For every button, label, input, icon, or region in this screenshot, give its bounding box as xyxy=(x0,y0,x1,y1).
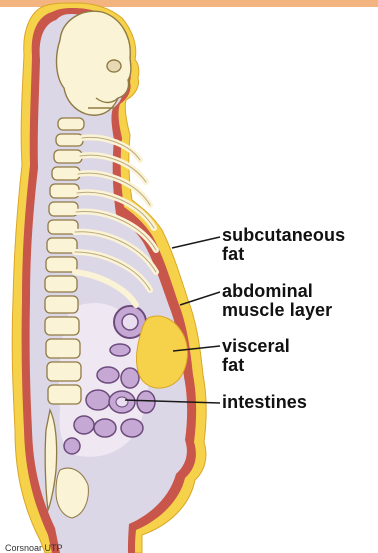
label-abdominal-line1: abdominal xyxy=(222,282,332,301)
label-visceral-line1: visceral xyxy=(222,337,290,356)
label-intestines-line1: intestines xyxy=(222,393,307,412)
label-abdominal-line2: muscle layer xyxy=(222,301,332,320)
image-caption: Corsnoar UTP xyxy=(5,543,63,553)
label-abdominal-muscle-layer: abdominal muscle layer xyxy=(222,282,332,320)
label-subcutaneous-line2: fat xyxy=(222,245,345,264)
leader-line-subcutaneous xyxy=(172,237,220,248)
label-intestines: intestines xyxy=(222,393,307,412)
label-subcutaneous-fat: subcutaneous fat xyxy=(222,226,345,264)
label-subcutaneous-line1: subcutaneous xyxy=(222,226,345,245)
label-visceral-line2: fat xyxy=(222,356,290,375)
label-visceral-fat: visceral fat xyxy=(222,337,290,375)
